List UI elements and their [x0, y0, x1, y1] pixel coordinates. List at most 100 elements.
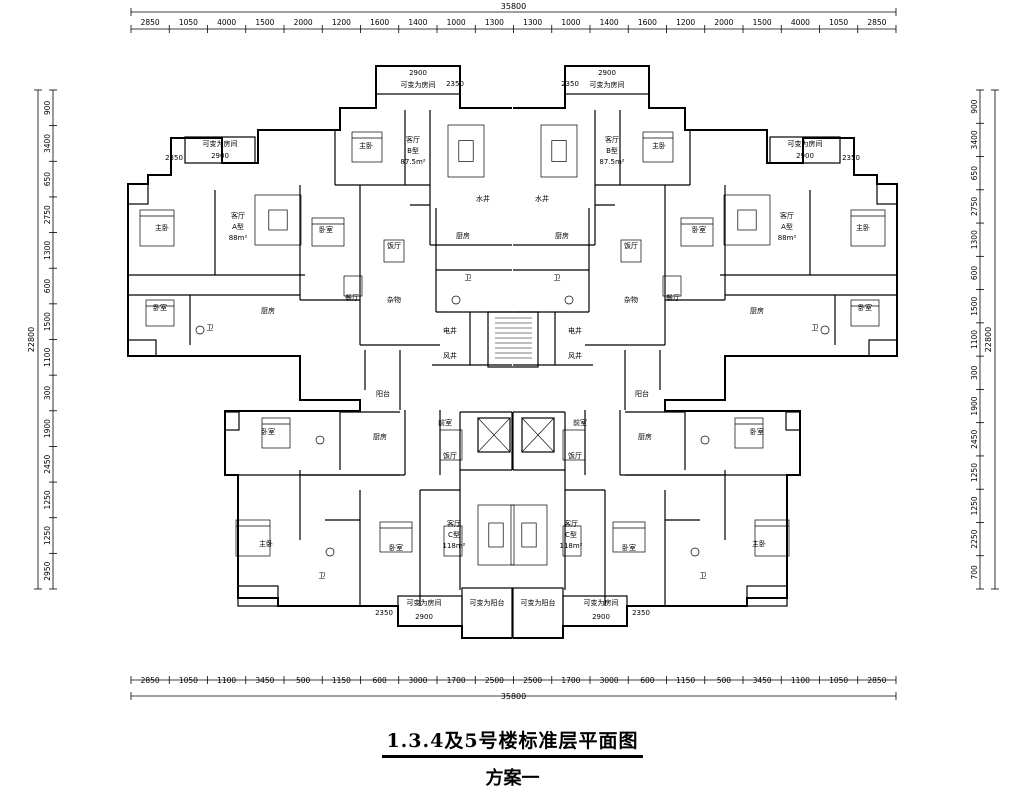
top-dimension-value: 1200: [332, 18, 351, 27]
stairwell: [487, 311, 539, 368]
living-room-label: 客厅: [231, 211, 245, 220]
elevator-shaft: [521, 417, 555, 453]
top-dimension-value: 1400: [408, 18, 427, 27]
sofa-set: [540, 124, 578, 178]
bathroom-label: 卫: [465, 274, 472, 282]
toilet: [325, 547, 335, 557]
title-block: 1.3.4及5号楼标准层平面图 方案一: [0, 726, 1025, 790]
dining-room-label: 饭厅: [387, 241, 401, 250]
bathroom-label: 卫: [554, 274, 561, 282]
unit-type-label: C型: [565, 530, 577, 539]
living-room-label: 客厅: [447, 519, 461, 528]
left-dimension-value: 900: [43, 100, 52, 115]
bedroom-label: 卧室: [750, 427, 764, 436]
flexible-room-label: 可变为房间: [584, 598, 619, 607]
dining-table: [562, 429, 586, 461]
coffee-table: [551, 140, 567, 162]
dining-room-label: 餐厅: [345, 293, 359, 302]
window-box: [224, 411, 240, 431]
corner-column: [127, 183, 149, 205]
flexible-room-box: [184, 136, 256, 164]
drawing-subtitle: 方案一: [485, 768, 540, 789]
water-shaft-label: 水井: [476, 194, 490, 203]
flexible-room-width-label: 2900: [592, 613, 610, 621]
bottom-dimension-value: 1150: [332, 676, 351, 685]
dining-table: [443, 525, 463, 557]
bottom-dimension-value: 1100: [217, 676, 236, 685]
balcony-box: [237, 585, 279, 607]
bed: [850, 209, 886, 247]
toilet: [690, 547, 700, 557]
sofa-set: [447, 124, 485, 178]
right-dimension-value: 650: [970, 166, 979, 181]
balcony-label: 阳台: [376, 389, 390, 398]
right-dimension-value: 300: [970, 365, 979, 380]
electric-shaft-label: 电井: [568, 326, 582, 335]
top-dimension-value: 1050: [829, 18, 848, 27]
flexible-balcony-label: 可变为阳台: [470, 598, 505, 607]
right-dimension-value: 700: [970, 565, 979, 580]
unit-type-label: B型: [407, 146, 419, 155]
bottom-dimension-value: 3450: [753, 676, 772, 685]
left-dimension-value: 1300: [43, 241, 52, 260]
front-room-label: 前室: [438, 418, 452, 427]
bathroom-label: 卫: [319, 572, 326, 580]
fixtures-layer: [139, 124, 886, 566]
unit-type-label: A型: [781, 222, 793, 231]
unit-area-label: 87.5m²: [599, 158, 624, 166]
kitchen-label: 厨房: [373, 432, 387, 441]
flexible-room-width-label: 2900: [598, 69, 616, 77]
bed: [235, 519, 271, 557]
floor-plan: [127, 65, 898, 639]
bed: [351, 131, 383, 163]
unit-area-label: 118m²: [560, 542, 583, 550]
top-dimension-value: 1400: [600, 18, 619, 27]
flexible-room-label: 可变为房间: [590, 80, 625, 89]
flexible-room-label: 可变为房间: [203, 139, 238, 148]
coffee-table: [488, 522, 504, 548]
left-dimension-value: 2950: [43, 561, 52, 580]
master-bedroom-label: 主卧: [359, 141, 373, 150]
elevator-cross: [521, 417, 555, 453]
bottom-dimension-value: 3450: [255, 676, 274, 685]
front-room-label: 前室: [573, 418, 587, 427]
living-room-label: 客厅: [605, 135, 619, 144]
dining-room-label: 饭厅: [568, 451, 582, 460]
top-dimension-value: 1500: [753, 18, 772, 27]
flexible-room-width-label: 2900: [796, 152, 814, 160]
bay-height-label: 2350: [165, 154, 183, 162]
left-dimension-value: 1500: [43, 312, 52, 331]
bottom-dimension-value: 600: [640, 676, 655, 685]
bottom-dimension-value: 3000: [408, 676, 427, 685]
right-dimension-value: 3400: [970, 130, 979, 149]
unit-type-label: A型: [232, 222, 244, 231]
sofa-set: [510, 504, 548, 566]
left-dimension-value: 300: [43, 386, 52, 401]
bottom-dimension-value: 2500: [523, 676, 542, 685]
left-dimension-value: 1900: [43, 419, 52, 438]
bottom-dimension-value: 1700: [561, 676, 580, 685]
kitchen-label: 厨房: [638, 432, 652, 441]
kitchen-label: 厨房: [750, 306, 764, 315]
bottom-dimension-value: 1100: [791, 676, 810, 685]
bottom-dimension-value: 1700: [447, 676, 466, 685]
coffee-table: [268, 209, 288, 231]
bed: [379, 521, 413, 553]
balcony-label: 阳台: [635, 389, 649, 398]
toilet: [195, 325, 205, 335]
top-dimension-value: 1000: [561, 18, 580, 27]
flexible-balcony-box: [461, 587, 513, 639]
top-dimension-value: 1200: [676, 18, 695, 27]
left-dimension-value: 2450: [43, 454, 52, 473]
top-dimension-value: 1600: [370, 18, 389, 27]
bedroom-label: 卧室: [319, 225, 333, 234]
bay-height-label: 2350: [842, 154, 860, 162]
dining-table: [383, 239, 405, 263]
right-dimension-value: 2450: [970, 430, 979, 449]
top-total-dimension-value: 35800: [501, 2, 526, 11]
window-box: [785, 411, 801, 431]
bed: [139, 209, 175, 247]
air-shaft-label: 风井: [443, 351, 457, 360]
toilet: [451, 295, 461, 305]
